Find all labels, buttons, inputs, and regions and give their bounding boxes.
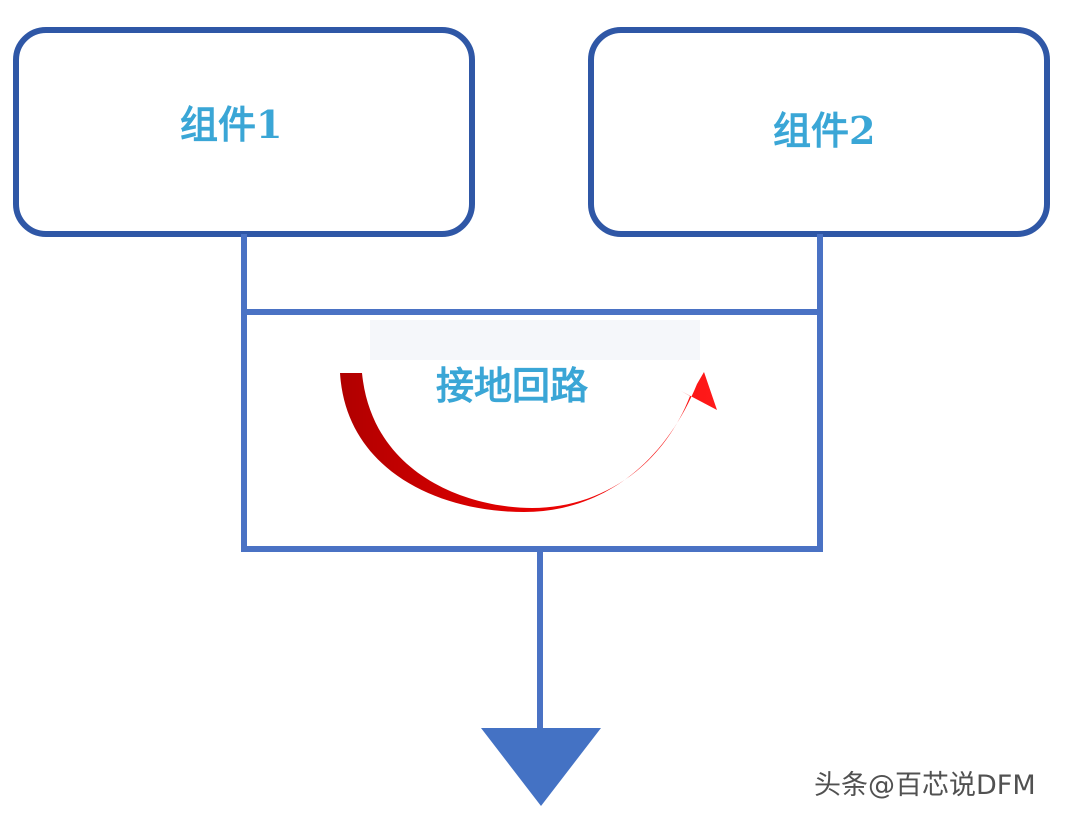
ground-triangle-icon bbox=[481, 728, 601, 806]
component2-label: 组件2 bbox=[773, 108, 876, 153]
watermark-text: 头条@百芯说DFM bbox=[814, 770, 1036, 801]
loop-highlight-band bbox=[370, 320, 700, 360]
component1-label: 组件1 bbox=[180, 102, 283, 147]
ground-loop-label: 接地回路 bbox=[436, 363, 589, 408]
